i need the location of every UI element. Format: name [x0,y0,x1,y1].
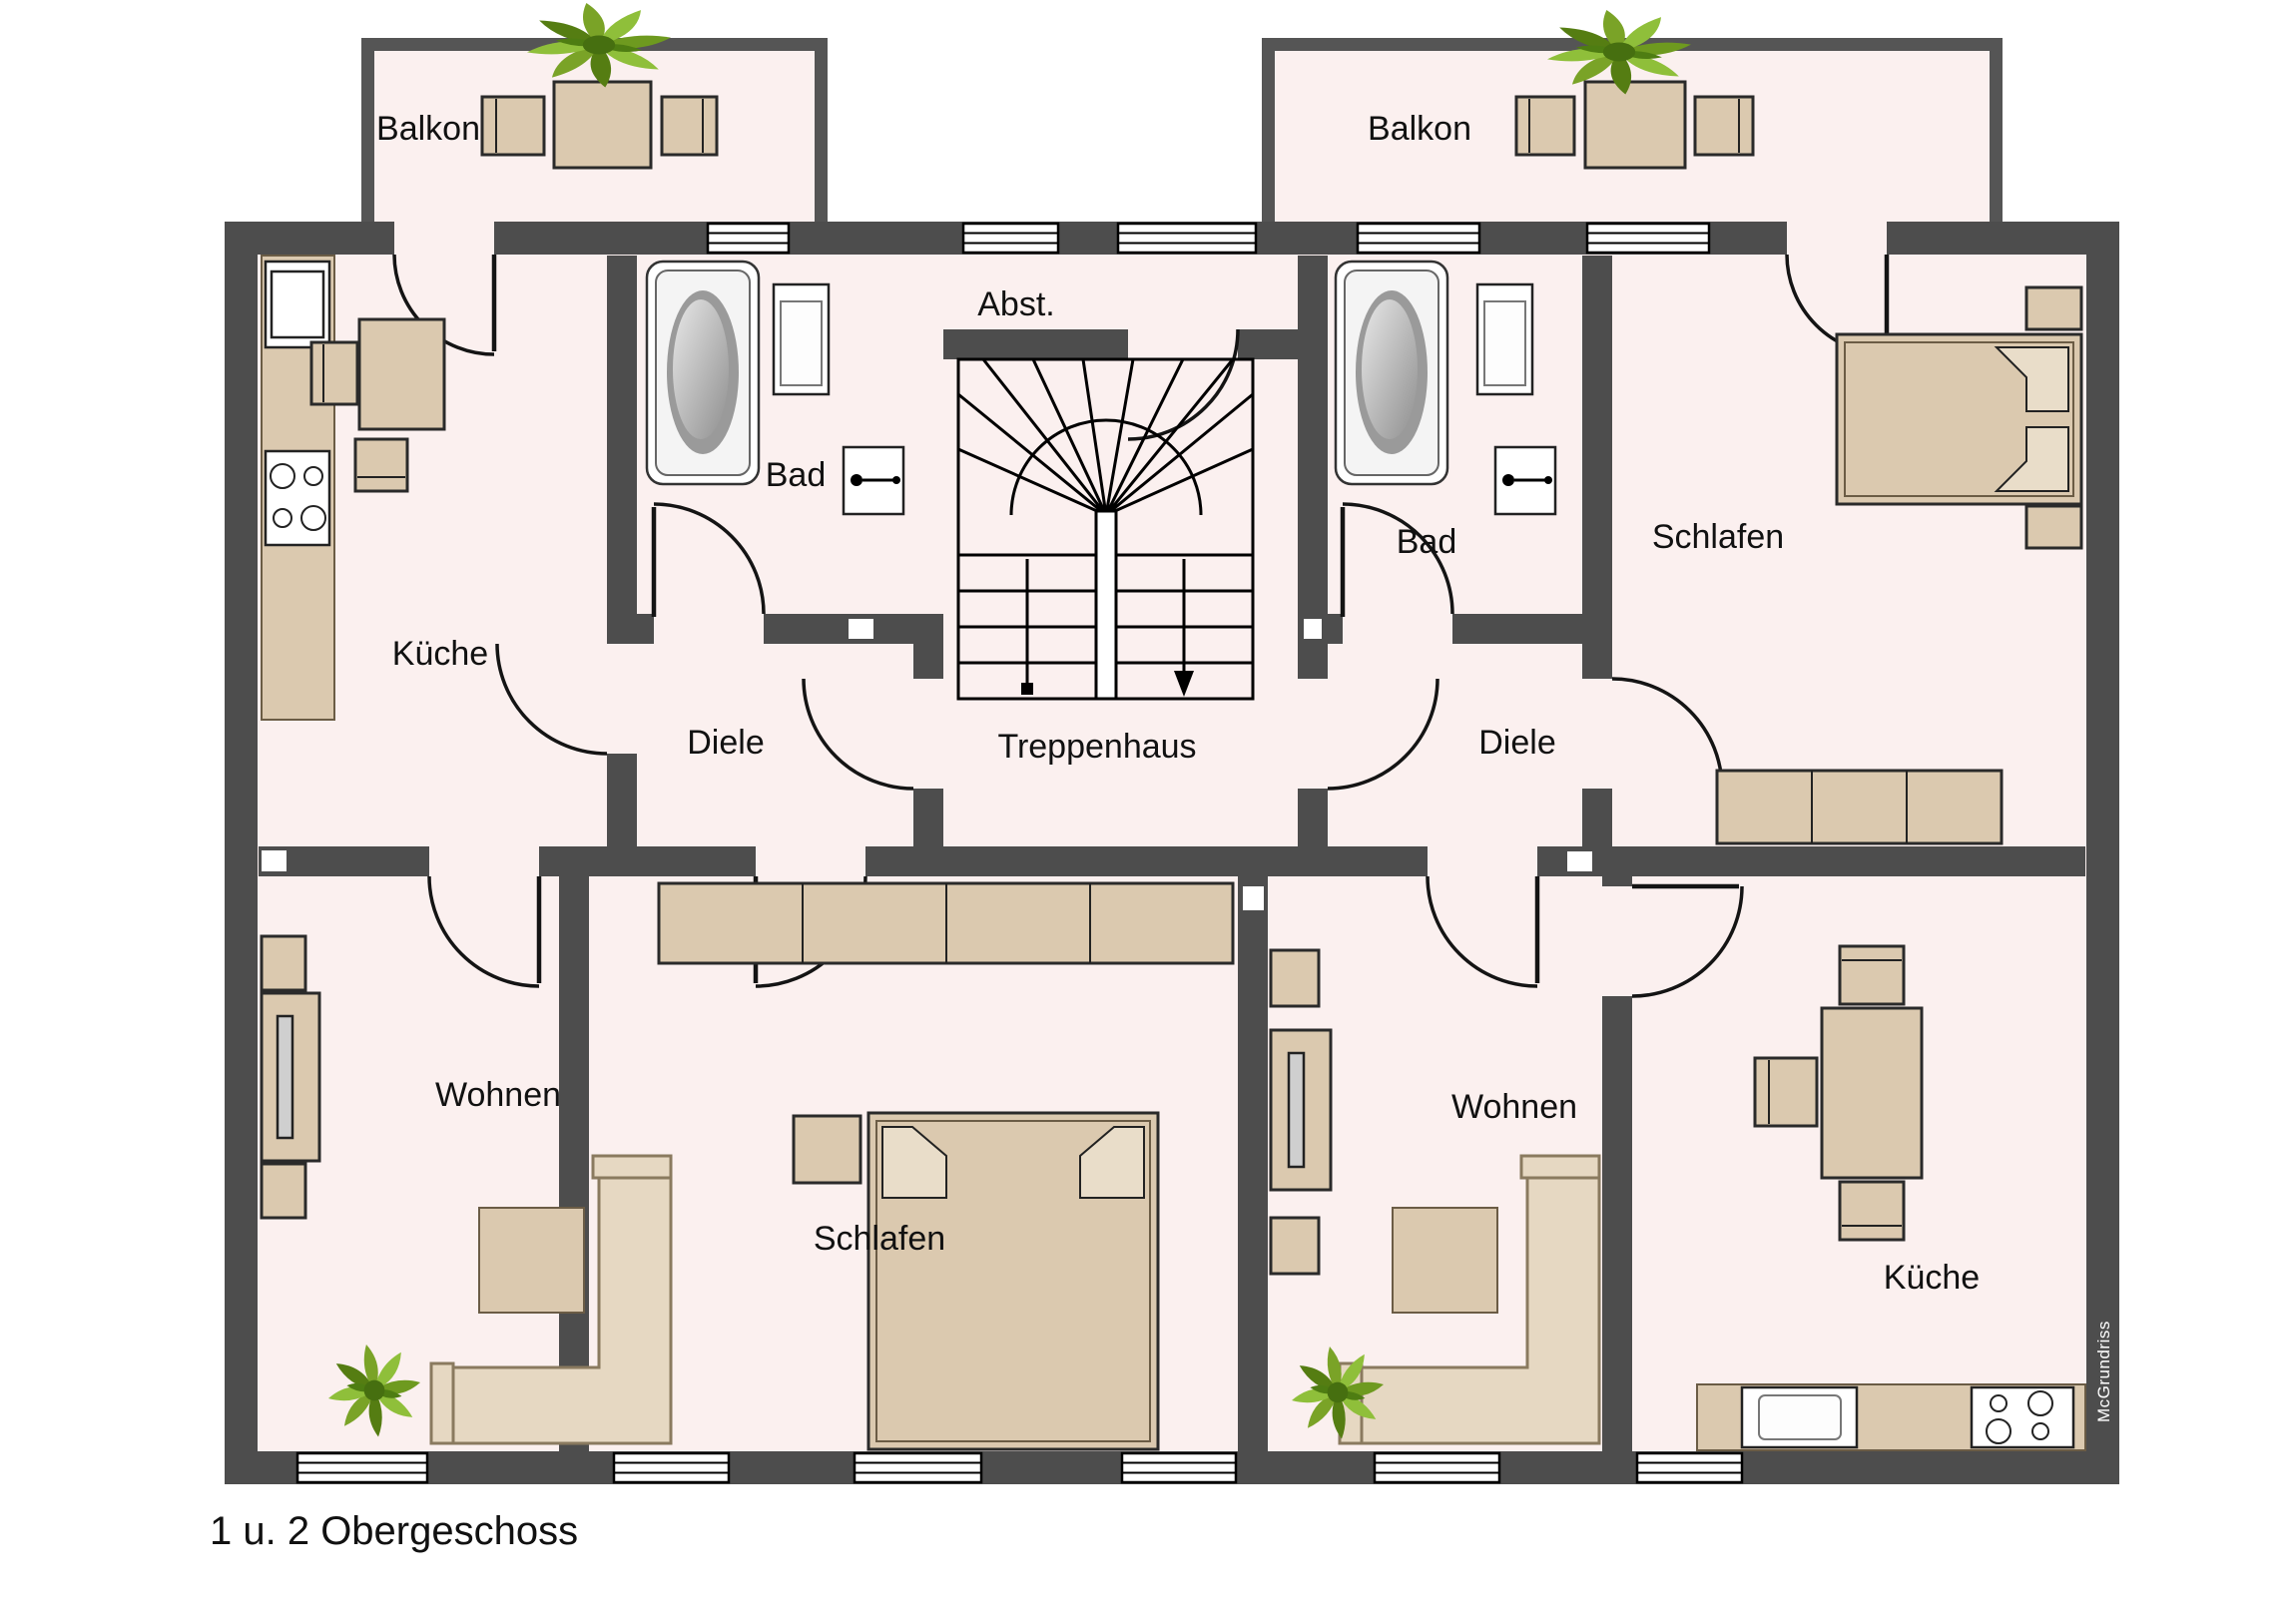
radiator-icon [1493,445,1557,516]
room-labels: Balkon Balkon Küche Bad Abst. Bad Schlaf… [376,110,1980,1297]
room-label-kueche-right: Küche [1884,1259,1980,1297]
room-label-diele-left: Diele [687,724,764,762]
nightstand-icon [2024,504,2083,550]
stair-rail [1094,509,1118,701]
balcony-door-opening-left [394,222,494,255]
wohnen-right-furniture [1269,948,1601,1445]
kueche-left-furniture [261,255,446,721]
table-icon [1583,80,1687,170]
watermark: McGrundriss [2094,1321,2113,1422]
door-abst [1127,328,1240,441]
nightstand-icon [792,1114,862,1185]
chair-icon [1838,944,1906,1006]
table-icon [552,80,653,170]
balcony-right-furniture [1514,80,1755,170]
window [961,222,1060,255]
door-apartment-right [1327,678,1439,791]
interior-walls [259,256,2085,1451]
sofa-icon [429,1154,673,1445]
window [295,1451,429,1484]
room-label-treppenhaus: Treppenhaus [997,728,1196,766]
door-wohnen-left [427,875,542,988]
chair-icon [1838,1180,1906,1242]
room-label-bad-right: Bad [1397,523,1457,561]
schlafen-middle-furniture [657,881,1235,1451]
bed-icon [1835,332,2083,506]
bad-left-furniture [645,260,905,516]
window [1585,222,1711,255]
room-label-wohnen-right: Wohnen [1451,1088,1577,1126]
sink-icon [1475,282,1534,396]
window [1635,1451,1744,1484]
room-label-schlafen-right: Schlafen [1652,518,1784,556]
chair-icon [1514,95,1576,157]
window [1120,1451,1238,1484]
bed-icon [866,1111,1160,1451]
door-kueche-left [495,643,608,756]
chair-icon [353,437,409,493]
radiator-icon [842,445,905,516]
window [853,1451,983,1484]
floor-caption: 1 u. 2 Obergeschoss [210,1509,578,1553]
doors [392,254,1890,998]
bathtub-icon [1334,260,1449,486]
room-label-schlafen-middle: Schlafen [814,1220,945,1258]
windows [295,222,1744,1484]
stove-icon [264,449,331,547]
table-icon [1820,1006,1924,1180]
room-label-balkon-left: Balkon [376,110,480,148]
window [706,222,791,255]
door-apartment-left [802,678,914,791]
window [612,1451,731,1484]
room-label-abst: Abst. [977,285,1054,323]
window [1356,222,1481,255]
table-icon [357,317,446,431]
door-bad-right [1340,502,1454,617]
coffee-table-icon [478,1207,585,1314]
kitchen-sink-icon [1740,1385,1859,1449]
chair-icon [309,340,359,406]
sink-icon [772,282,831,396]
wardrobe-icon [657,881,1235,965]
room-label-balkon-right: Balkon [1368,110,1471,148]
schlafen-right-furniture [1715,285,2083,845]
room-label-diele-right: Diele [1478,724,1555,762]
bathtub-icon [645,260,761,486]
window [1116,222,1258,255]
window [1373,1451,1501,1484]
stove-icon [1970,1385,2075,1449]
wohnen-left-furniture [260,934,673,1445]
chair-icon [1753,1056,1819,1128]
stair-walkline [1021,559,1194,697]
chair-icon [480,95,546,157]
door-kueche-right [1631,883,1744,998]
coffee-table-icon [1392,1207,1498,1314]
sideboard-icon [1715,769,2004,845]
chair-icon [660,95,719,157]
door-bad-left [651,502,766,617]
nightstand-icon [2024,285,2083,331]
balcony-door-opening-right [1787,222,1887,255]
tv-unit-icon [1269,948,1333,1276]
room-label-wohnen-left: Wohnen [435,1076,561,1114]
chair-icon [1693,95,1755,157]
room-label-kueche-left: Küche [392,635,488,673]
tv-unit-icon [260,934,321,1220]
door-schlafen-right [1611,677,1724,790]
kueche-right-furniture [1696,944,2086,1451]
balcony-left-furniture [480,80,719,170]
staircase-icon [956,357,1255,701]
stair-fan [957,358,1254,517]
room-label-bad-left: Bad [766,456,827,494]
bad-right-furniture [1334,260,1557,516]
door-wohnen-right [1426,875,1540,988]
